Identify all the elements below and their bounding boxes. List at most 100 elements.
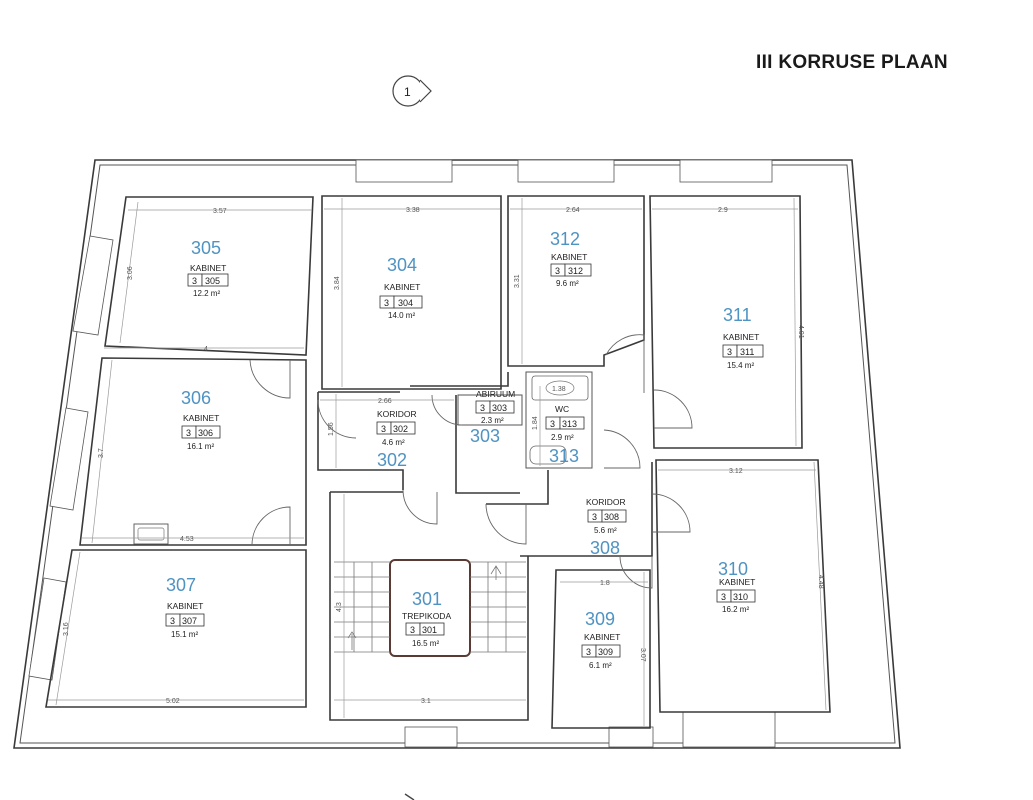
room-311-walls (649, 195, 803, 449)
svg-text:311: 311 (740, 347, 754, 357)
room-309-label: 309 KABINET 3 309 6.1 m² (581, 609, 621, 670)
section-marker-top: 1 (392, 75, 432, 107)
dimension-lines (48, 197, 827, 726)
room-307-label: 307 KABINET 3 307 15.1 m² (165, 575, 205, 639)
svg-text:16.1 m²: 16.1 m² (187, 442, 214, 451)
svg-text:311: 311 (723, 305, 752, 325)
svg-text:3.84: 3.84 (334, 276, 341, 290)
section-marker-bottom-icon (404, 793, 415, 800)
svg-text:15.4 m²: 15.4 m² (727, 361, 754, 370)
svg-text:3: 3 (550, 419, 555, 429)
room-311-label: 311 KABINET 3 311 15.4 m² (722, 305, 764, 370)
svg-text:KORIDOR: KORIDOR (377, 409, 417, 419)
svg-text:312: 312 (568, 266, 583, 276)
svg-text:5.02: 5.02 (166, 698, 180, 705)
room-313-label: WC 3 313 2.9 m² 313 (545, 404, 585, 466)
room-312-walls (507, 195, 645, 367)
room-307-walls (45, 549, 307, 708)
svg-text:KABINET: KABINET (723, 332, 759, 342)
svg-text:3: 3 (555, 266, 560, 276)
svg-text:2.9: 2.9 (718, 207, 728, 214)
room-304-label: 304 KABINET 3 304 14.0 m² (379, 255, 423, 320)
svg-text:1.84: 1.84 (532, 416, 539, 430)
svg-text:WC: WC (555, 404, 569, 414)
svg-text:1.8: 1.8 (600, 580, 610, 587)
svg-text:305: 305 (205, 276, 220, 286)
svg-text:307: 307 (182, 616, 197, 626)
svg-text:KABINET: KABINET (167, 601, 203, 611)
svg-text:3.07: 3.07 (639, 648, 646, 662)
svg-text:313: 313 (562, 419, 577, 429)
svg-text:3: 3 (384, 298, 389, 308)
svg-text:KABINET: KABINET (190, 263, 226, 273)
room-306-label: 306 KABINET 3 306 16.1 m² (181, 388, 221, 451)
svg-text:KABINET: KABINET (183, 413, 219, 423)
room-310-walls (655, 459, 831, 713)
svg-text:3.31: 3.31 (514, 274, 521, 288)
svg-text:3: 3 (170, 616, 175, 626)
svg-text:3: 3 (592, 512, 597, 522)
svg-text:3.12: 3.12 (729, 468, 743, 475)
svg-text:4.53: 4.53 (180, 536, 194, 543)
svg-text:KORIDOR: KORIDOR (586, 497, 626, 507)
svg-text:301: 301 (422, 625, 437, 635)
svg-text:4.3: 4.3 (336, 602, 343, 612)
svg-text:3: 3 (721, 592, 726, 602)
building-outline (13, 159, 901, 749)
svg-text:3.38: 3.38 (406, 207, 420, 214)
svg-text:2.9 m²: 2.9 m² (551, 433, 574, 442)
svg-text:3: 3 (192, 276, 197, 286)
svg-text:309: 309 (585, 609, 615, 629)
section-marker-label: 1 (404, 85, 411, 99)
svg-text:6.1 m²: 6.1 m² (589, 661, 612, 670)
svg-text:4.6 m²: 4.6 m² (382, 438, 405, 447)
svg-text:ABIRUUM: ABIRUUM (476, 389, 515, 399)
svg-text:305: 305 (191, 238, 221, 258)
svg-text:303: 303 (470, 426, 500, 446)
svg-text:14.0 m²: 14.0 m² (388, 311, 415, 320)
svg-text:310: 310 (718, 559, 748, 579)
svg-text:3.06: 3.06 (127, 266, 134, 280)
sink-icon (133, 523, 169, 545)
svg-text:312: 312 (550, 229, 580, 249)
svg-text:3.57: 3.57 (213, 208, 227, 215)
room-303-label: ABIRUUM 3 303 2.3 m² 303 (470, 389, 515, 446)
svg-text:KABINET: KABINET (719, 577, 755, 587)
room-302-label: KORIDOR 3 302 4.6 m² 302 (376, 409, 417, 470)
room-310-label: 310 KABINET 3 310 16.2 m² (716, 559, 756, 614)
svg-text:1.56: 1.56 (328, 422, 335, 436)
svg-text:KABINET: KABINET (551, 252, 587, 262)
svg-text:310: 310 (733, 592, 748, 602)
svg-text:302: 302 (393, 424, 408, 434)
svg-text:3.16: 3.16 (63, 622, 70, 636)
svg-text:308: 308 (604, 512, 619, 522)
svg-text:3.7: 3.7 (98, 448, 105, 458)
svg-text:3: 3 (727, 347, 732, 357)
left-windows (28, 235, 114, 681)
svg-text:2.66: 2.66 (378, 398, 392, 405)
svg-text:9.6 m²: 9.6 m² (556, 279, 579, 288)
svg-text:3.1: 3.1 (421, 698, 431, 705)
svg-text:306: 306 (198, 428, 213, 438)
svg-text:KABINET: KABINET (584, 632, 620, 642)
svg-text:3: 3 (586, 647, 591, 657)
svg-text:3: 3 (186, 428, 191, 438)
svg-text:301: 301 (412, 589, 442, 609)
svg-text:304: 304 (398, 298, 413, 308)
svg-text:302: 302 (377, 450, 407, 470)
svg-text:3: 3 (410, 625, 415, 635)
svg-text:304: 304 (387, 255, 417, 275)
room-309-walls (551, 569, 651, 729)
svg-text:3: 3 (480, 403, 485, 413)
svg-text:KABINET: KABINET (384, 282, 420, 292)
svg-text:2.64: 2.64 (566, 207, 580, 214)
top-windows (355, 159, 773, 183)
svg-text:3: 3 (381, 424, 386, 434)
room-305-label: 305 KABINET 3 305 12.2 m² (187, 238, 229, 298)
room-312-label: 312 KABINET 3 312 9.6 m² (550, 229, 592, 288)
room-305-walls (104, 196, 314, 356)
svg-text:4.91: 4.91 (797, 325, 804, 339)
wc-fixtures-icon (529, 375, 589, 465)
svg-text:4: 4 (204, 346, 208, 353)
